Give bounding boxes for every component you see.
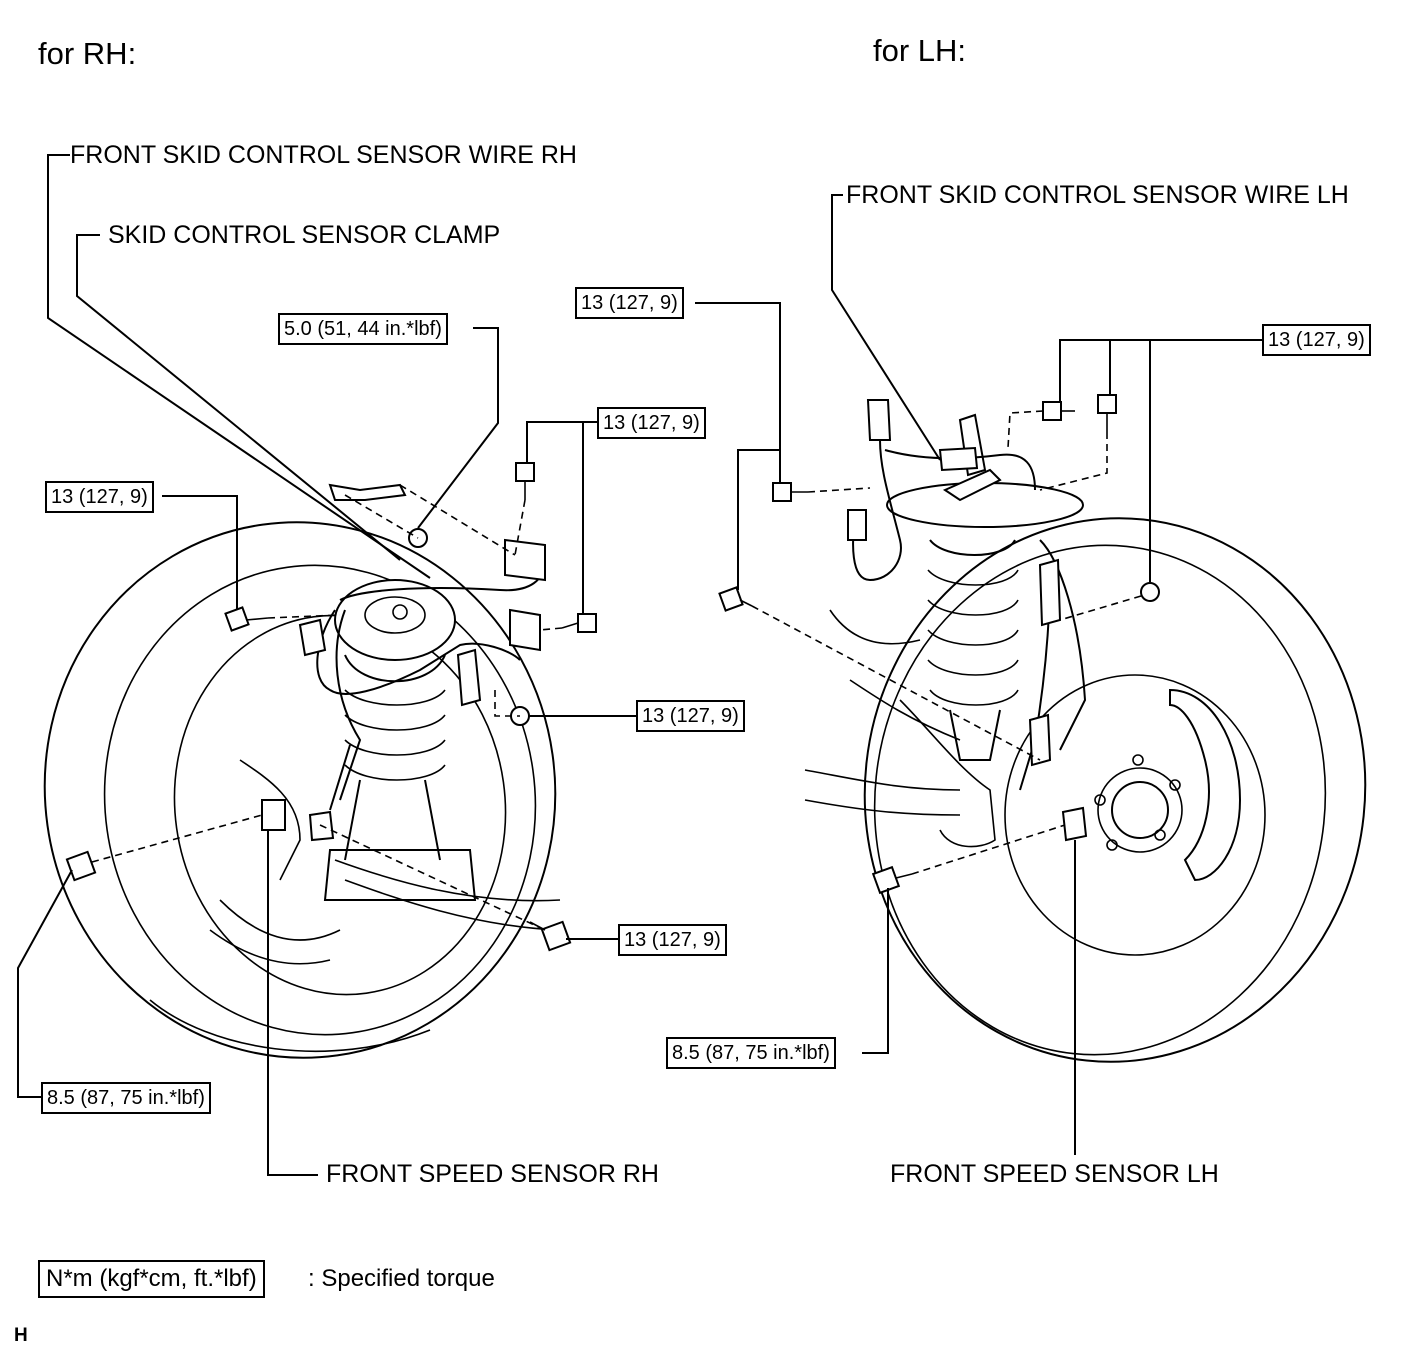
torque-box-lh-right: 13 (127, 9) — [1262, 324, 1371, 356]
torque-box-rh-left: 13 (127, 9) — [45, 481, 154, 513]
label-speed-sensor-rh: FRONT SPEED SENSOR RH — [326, 1160, 659, 1188]
lh-heading: for LH: — [873, 33, 967, 68]
corner-mark: H — [14, 1325, 28, 1346]
torque-box-rh-clamp: 5.0 (51, 44 in.*lbf) — [278, 313, 448, 345]
legend-unit-box: N*m (kgf*cm, ft.*lbf) — [38, 1260, 265, 1298]
lh-bolts — [718, 394, 1160, 895]
label-wire-rh: FRONT SKID CONTROL SENSOR WIRE RH — [70, 141, 577, 169]
legend-text: : Specified torque — [308, 1265, 495, 1292]
lh-sensor-wire — [847, 399, 1088, 842]
rh-bolts — [65, 462, 597, 952]
rh-dashed-guides — [91, 484, 563, 931]
torque-box-rh-bottom: 13 (127, 9) — [618, 924, 727, 956]
rh-sensor-wire — [261, 483, 546, 842]
torque-box-lh-sensor: 8.5 (87, 75 in.*lbf) — [666, 1037, 836, 1069]
torque-box-lh-left: 13 (127, 9) — [575, 287, 684, 319]
lh-wheel — [863, 517, 1367, 1063]
label-wire-lh: FRONT SKID CONTROL SENSOR WIRE LH — [846, 181, 1349, 209]
torque-box-rh-top: 13 (127, 9) — [597, 407, 706, 439]
rh-heading: for RH: — [38, 36, 137, 71]
torque-box-rh-mid: 13 (127, 9) — [636, 700, 745, 732]
lh-strut — [804, 413, 1087, 848]
lh-leader-lines — [695, 194, 1263, 1155]
torque-box-rh-sensor: 8.5 (87, 75 in.*lbf) — [41, 1082, 211, 1114]
label-speed-sensor-lh: FRONT SPEED SENSOR LH — [890, 1160, 1219, 1188]
rh-wheel — [43, 521, 557, 1059]
rh-leader-lines — [17, 154, 637, 1176]
label-clamp: SKID CONTROL SENSOR CLAMP — [108, 221, 501, 249]
lh-dashed-guides — [751, 410, 1142, 875]
